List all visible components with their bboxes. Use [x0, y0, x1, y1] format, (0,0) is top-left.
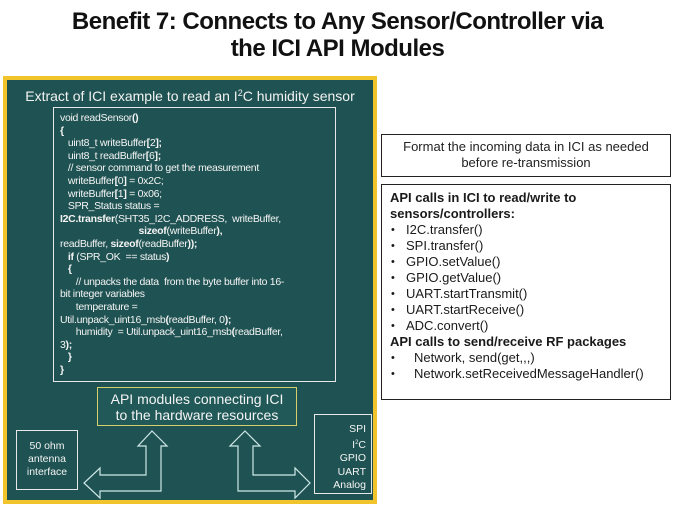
- list-item: GPIO.setValue(): [390, 254, 664, 270]
- rf-calls-list: Network, send(get,,,) Network.setReceive…: [390, 350, 664, 382]
- antenna-line3: interface: [26, 466, 68, 478]
- api-calls-box: API calls in ICI to read/write to sensor…: [381, 184, 671, 400]
- api-modules-line1: API modules connecting ICI: [110, 391, 284, 407]
- list-item: Network.setReceivedMessageHandler(): [390, 366, 664, 382]
- code-line: writeBuffer[1] = 0x06;: [67, 187, 162, 200]
- extract-caption-superscript: 2: [237, 88, 243, 98]
- right-double-arrow-icon: [228, 430, 311, 500]
- sensor-calls-heading: API calls in ICI to read/write to sensor…: [390, 190, 664, 222]
- code-line: uint8_t writeBuffer[2];: [67, 137, 162, 150]
- code-line: uint8_t readBuffer[6];: [67, 149, 161, 162]
- list-item: UART.startReceive(): [390, 302, 664, 318]
- sensor-calls-heading-line2: sensors/controllers:: [390, 206, 515, 221]
- code-line: 3);: [60, 338, 72, 351]
- code-line: if (SPR_OK == status): [67, 250, 170, 263]
- extract-caption-text-end: C humidity sensor: [242, 88, 355, 104]
- hardware-interfaces-box: SPI I2C GPIO UART Analog: [314, 414, 372, 494]
- code-line: {: [60, 124, 64, 137]
- code-line: {: [67, 263, 72, 276]
- format-note-box: Format the incoming data in ICI as neede…: [381, 134, 671, 177]
- code-line: writeBuffer[0] = 0x2C;: [67, 174, 164, 187]
- antenna-line1: 50 ohm: [29, 440, 65, 452]
- code-line: void readSensor(): [60, 112, 139, 124]
- list-item: ADC.convert(): [390, 318, 664, 334]
- list-item: I2C.transfer(): [390, 222, 664, 238]
- list-item: Network, send(get,,,): [390, 350, 664, 366]
- slide-title-line2: the ICI API Modules: [230, 35, 445, 62]
- sensor-calls-list: I2C.transfer() SPI.transfer() GPIO.setVa…: [390, 222, 664, 334]
- interface-analog: Analog: [333, 479, 366, 491]
- interface-uart: UART: [337, 465, 366, 478]
- antenna-line2: antenna: [28, 453, 66, 465]
- code-line: humidity = Util.unpack_uint16_msb(readBu…: [75, 326, 283, 339]
- code-line: temperature =: [75, 300, 138, 313]
- list-item: SPI.transfer(): [390, 238, 664, 254]
- code-line: }: [67, 351, 72, 364]
- antenna-interface-box: 50 ohm antenna interface: [16, 430, 78, 490]
- api-modules-line2: to the hardware resources: [115, 407, 279, 423]
- slide-title: Benefit 7: Connects to Any Sensor/Contro…: [0, 8, 675, 62]
- api-modules-box: API modules connecting ICI to the hardwa…: [97, 387, 297, 426]
- code-sample: void readSensor(){ uint8_t writeBuffer[2…: [53, 107, 336, 382]
- format-note-line2: before re-transmission: [461, 155, 591, 170]
- code-line: readBuffer, sizeof(readBuffer));: [60, 237, 198, 250]
- list-item: GPIO.getValue(): [390, 270, 664, 286]
- code-line: // unpacks the data from the byte buffer…: [75, 275, 285, 288]
- code-line: // sensor command to get the measurement: [67, 162, 259, 175]
- list-item: UART.startTransmit(): [390, 286, 664, 302]
- code-line: sizeof(writeBuffer),: [138, 225, 223, 238]
- code-line: }: [60, 363, 64, 376]
- format-note-line1: Format the incoming data in ICI as neede…: [403, 139, 649, 154]
- extract-caption-text: Extract of ICI example to read an I: [25, 88, 238, 104]
- slide-title-line1: Benefit 7: Connects to Any Sensor/Contro…: [71, 8, 604, 35]
- code-line: Util.unpack_uint16_msb(readBuffer, 0);: [60, 313, 232, 326]
- interface-i2c: I2C: [352, 438, 366, 451]
- rf-calls-heading: API calls to send/receive RF packages: [390, 334, 627, 349]
- interface-spi: SPI: [349, 423, 366, 435]
- extract-caption: Extract of ICI example to read an I2C hu…: [7, 84, 373, 105]
- code-line: I2C.transfer(SHT35_I2C_ADDRESS, writeBuf…: [60, 212, 281, 225]
- ici-diagram-frame: Extract of ICI example to read an I2C hu…: [3, 76, 377, 504]
- interface-gpio: GPIO: [339, 452, 366, 464]
- code-line: SPR_Status status =: [67, 200, 160, 213]
- left-double-arrow-icon: [83, 430, 169, 500]
- code-line: bit integer variables: [60, 288, 145, 301]
- sensor-calls-heading-line1: API calls in ICI to read/write to: [390, 190, 577, 205]
